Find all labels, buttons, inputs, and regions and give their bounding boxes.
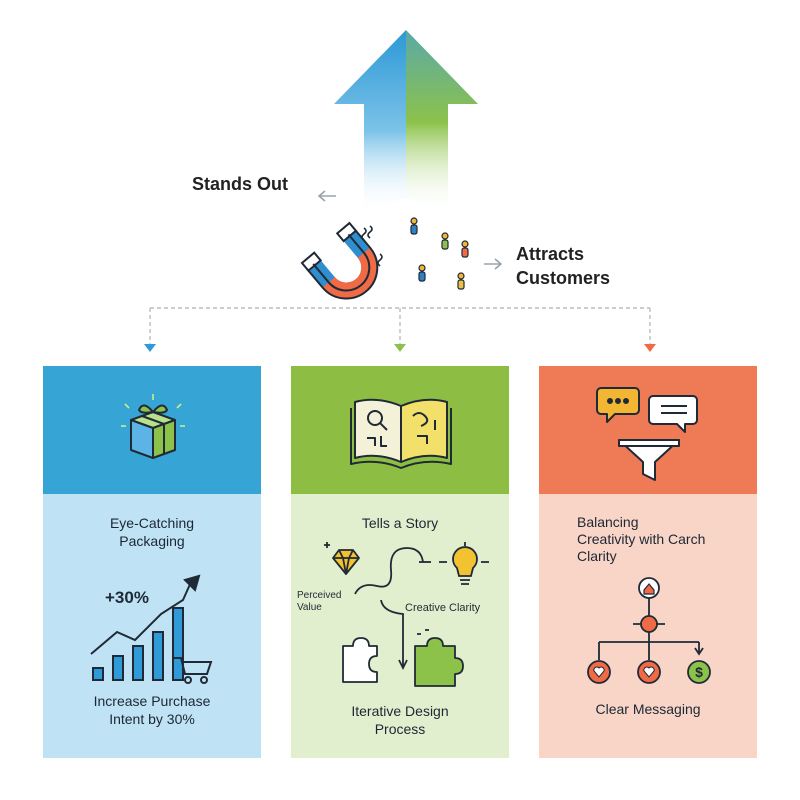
- packaging-caption: Increase Purchase Intent by 30%: [93, 693, 211, 727]
- shopping-cart-icon: [173, 657, 213, 684]
- svg-text:$: $: [695, 664, 703, 680]
- magnet-icon: [300, 221, 383, 300]
- dashed-connectors: [144, 307, 656, 352]
- column-story: Tells a Story Perceived: [291, 366, 509, 758]
- stat-label: +30%: [105, 588, 149, 607]
- arrow-right-icon: [484, 258, 503, 270]
- column-packaging: Eye-Catching Packaging +30% Increase Pur…: [43, 366, 261, 758]
- puzzle-icon: [342, 629, 464, 687]
- open-book-icon: [350, 398, 452, 469]
- packaging-title: Eye-Catching Packaging: [109, 515, 195, 549]
- tree-diagram: $: [587, 577, 711, 684]
- column-clarity: Balancing Creativity with Carch Clarity: [539, 366, 757, 758]
- gift-box-icon: [121, 394, 185, 459]
- creative-clarity-label: Creative Clarity: [405, 602, 481, 614]
- dollar-icon: [687, 660, 711, 684]
- chat-bubbles-icon: [596, 387, 698, 481]
- upward-arrow-icon: [334, 30, 478, 214]
- diamond-icon: [324, 542, 360, 575]
- attracts-customers-label: Attracts Customers: [516, 244, 611, 288]
- people-icon: [410, 217, 469, 290]
- story-title: Tells a Story: [361, 515, 439, 531]
- heart-icon: [587, 660, 611, 684]
- story-path-diagram: [324, 542, 489, 687]
- story-caption: Iterative Design Process: [351, 703, 449, 737]
- clarity-caption: Clear Messaging: [595, 701, 701, 717]
- clarity-title: Balancing Creativity with Carch Clarity: [577, 514, 706, 564]
- stands-out-label: Stands Out: [192, 174, 289, 194]
- bar-chart-icon: [90, 574, 213, 684]
- arrow-left-icon: [317, 190, 336, 202]
- funnel-icon: [618, 439, 680, 481]
- lightbulb-icon: [439, 542, 489, 585]
- perceived-value-label: Perceived Value: [297, 590, 342, 613]
